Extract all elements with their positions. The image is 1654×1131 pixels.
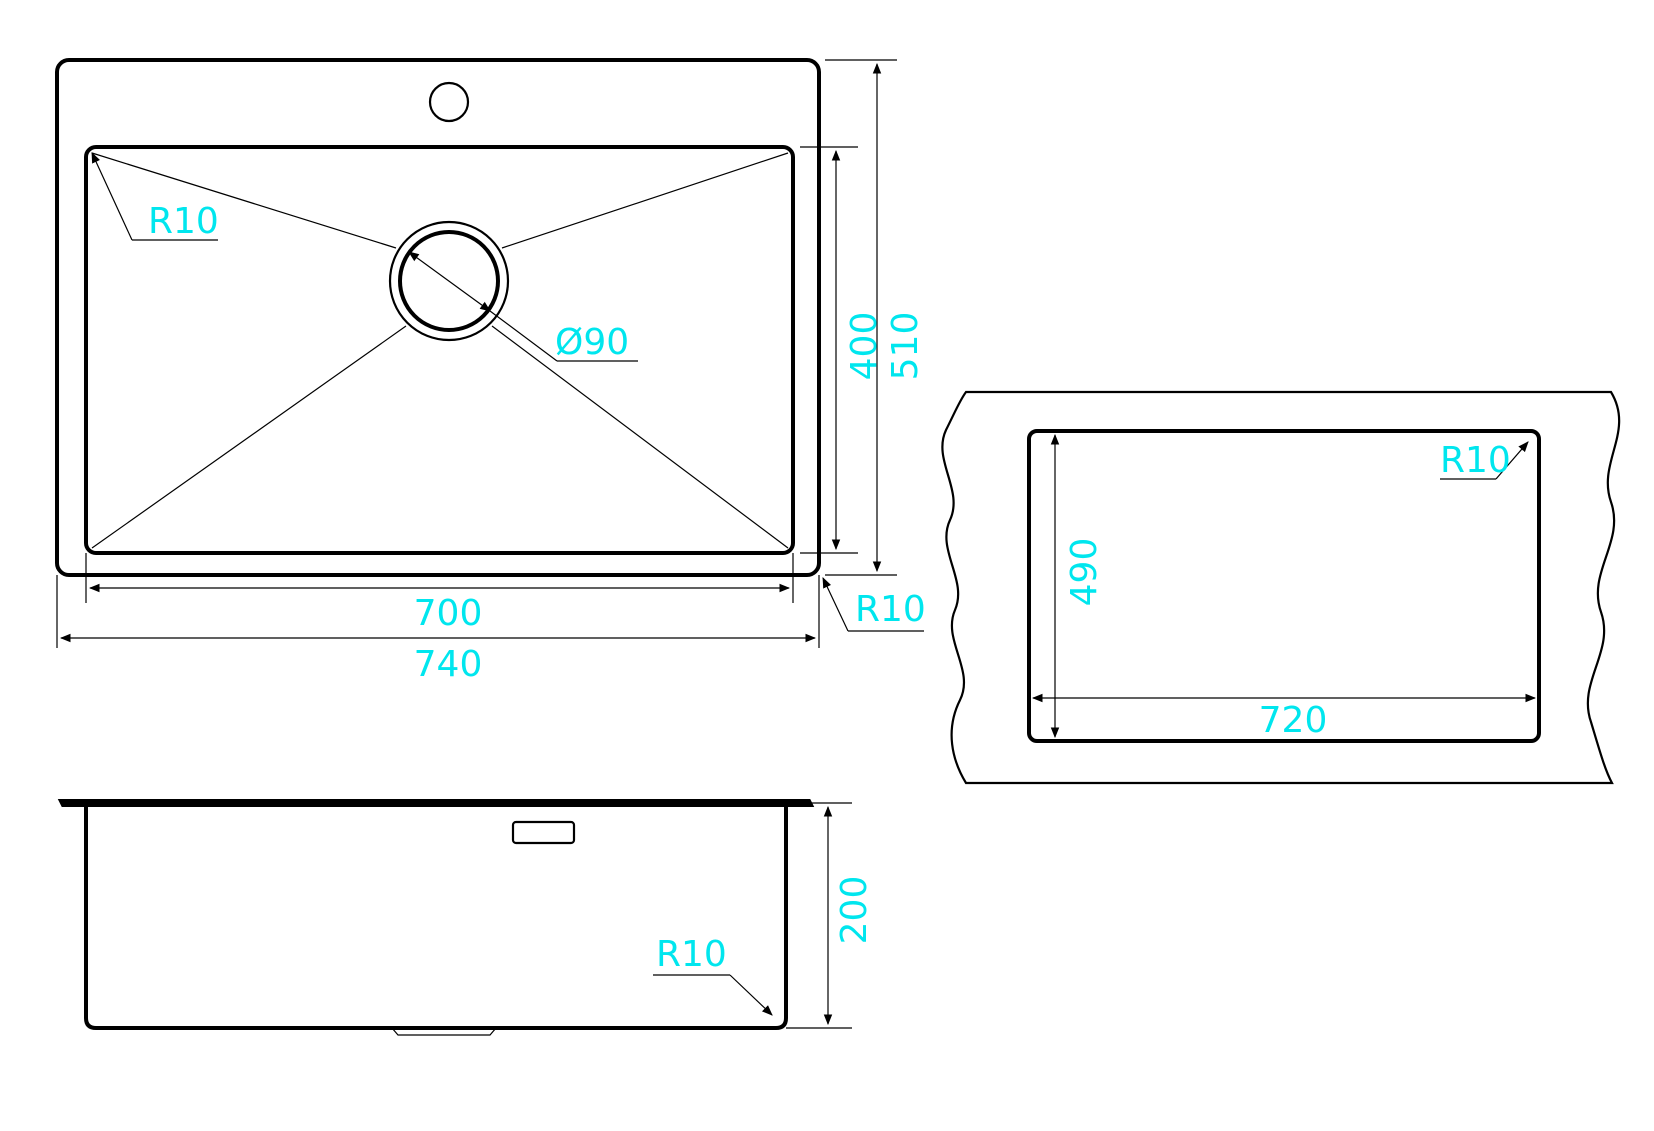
drain-inner-ring [398,230,500,332]
cutout-width-label: 720 [1259,700,1328,741]
sink-outer-outline [55,58,821,577]
outer-width-label: 740 [414,644,483,685]
radius-leader-top-left [91,152,218,241]
dimension-lines-vertical [800,59,897,576]
side-bowl-outline [84,805,788,1030]
drain-diameter-leader [408,251,638,362]
side-rim [57,799,815,807]
radius-label-bottom-right: R10 [855,589,926,630]
cutout-outline [1027,429,1541,743]
cutout-view: R10 490 720 [941,390,1621,785]
inner-width-label: 700 [414,593,483,634]
bowl-slope-lines [91,152,789,549]
radius-leader-bottom-right [822,577,924,632]
inner-height-label: 400 [844,312,885,381]
overflow-slot [511,820,576,845]
side-radius-label: R10 [656,934,727,975]
faucet-hole [428,81,470,123]
dimension-lines-horizontal [56,553,820,648]
top-view: R10 Ø90 400 510 700 740 [55,58,926,685]
cutout-height-label: 490 [1064,538,1105,607]
drain-diameter-label: Ø90 [555,322,629,363]
sink-bowl-outline [84,145,795,555]
side-dimension-lines [653,802,852,1029]
outer-height-label: 510 [885,312,926,381]
radius-label-top-left: R10 [148,201,219,242]
side-view: 200 R10 [57,799,875,1036]
depth-label: 200 [834,876,875,945]
cutout-dimension-lines [1031,433,1537,739]
drain-bottom [391,1027,497,1036]
cutout-radius-label: R10 [1440,440,1511,481]
countertop-outline [941,390,1621,785]
drain-outer-ring [388,220,510,342]
